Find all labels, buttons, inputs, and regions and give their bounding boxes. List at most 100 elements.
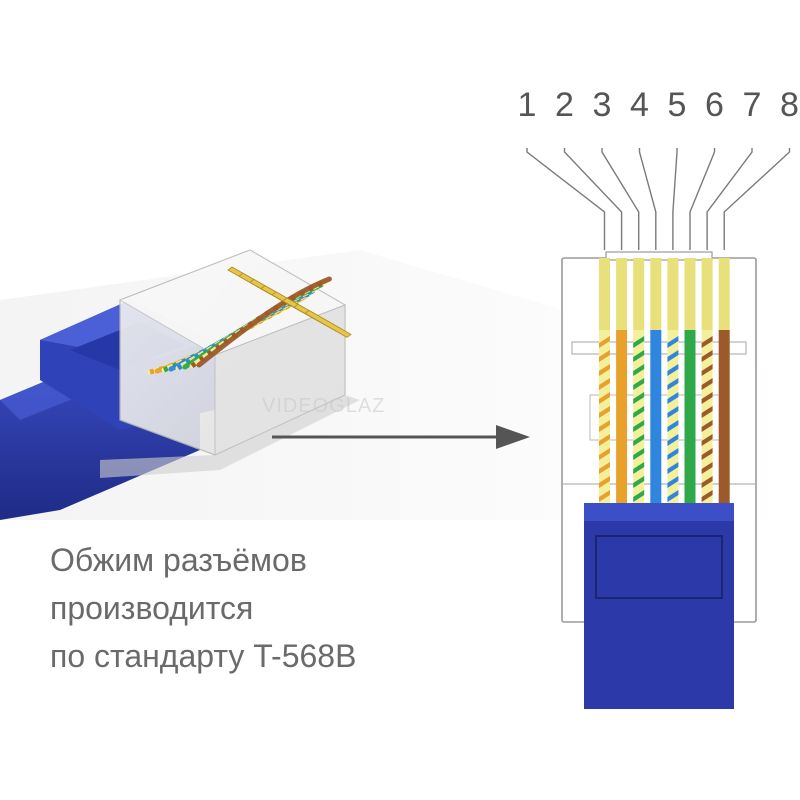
stripe bbox=[667, 378, 679, 390]
stripe bbox=[701, 392, 713, 404]
leader-line-2 bbox=[563, 148, 623, 250]
stripe bbox=[633, 364, 645, 376]
stripe bbox=[667, 350, 679, 362]
wire-body-pin-5 bbox=[667, 330, 679, 505]
cable-jacket bbox=[584, 503, 734, 709]
caption-line-1: Обжим разъёмов bbox=[50, 542, 307, 578]
stripe bbox=[633, 392, 645, 404]
contact-pin-3 bbox=[633, 258, 645, 330]
leader-line-5 bbox=[672, 148, 678, 250]
contact-pin-7 bbox=[701, 258, 713, 330]
wire-body-pin-1 bbox=[599, 330, 610, 505]
stripe bbox=[701, 434, 713, 446]
stripe bbox=[667, 462, 679, 474]
wire-pin-3 bbox=[633, 258, 645, 505]
stripe bbox=[667, 364, 679, 376]
stripe bbox=[701, 350, 713, 362]
contact-pin-2 bbox=[616, 258, 628, 330]
jacket-highlight bbox=[584, 503, 734, 521]
stripe bbox=[667, 336, 679, 348]
caption: Обжим разъёмов производится по стандарту… bbox=[50, 536, 470, 680]
pin-number-8: 8 bbox=[780, 86, 799, 124]
stripe bbox=[633, 420, 645, 432]
pin-number-6: 6 bbox=[705, 86, 724, 124]
gold-contact bbox=[304, 309, 352, 338]
stripe bbox=[701, 476, 713, 488]
wire-body-pin-7 bbox=[701, 330, 713, 505]
stripe bbox=[599, 434, 610, 446]
wire-body-pin-8 bbox=[718, 330, 730, 505]
pin-number-1: 1 bbox=[518, 86, 537, 124]
stripe bbox=[633, 350, 645, 362]
stripe bbox=[701, 406, 713, 418]
leader-line-4 bbox=[638, 148, 657, 250]
pin-number-7: 7 bbox=[743, 86, 762, 124]
pin-leader-lines bbox=[526, 148, 791, 250]
stripe bbox=[599, 448, 610, 460]
leader-line-6 bbox=[689, 148, 716, 250]
contact-pin-5 bbox=[667, 258, 679, 330]
pin-number-4: 4 bbox=[630, 86, 649, 124]
caption-line-2: производится bbox=[50, 590, 254, 626]
stripe bbox=[701, 490, 713, 502]
wire-body-pin-2 bbox=[616, 330, 628, 505]
stripe bbox=[667, 434, 679, 446]
wire-pin-1 bbox=[599, 258, 610, 505]
pin-number-3: 3 bbox=[593, 86, 612, 124]
stripe bbox=[633, 490, 645, 502]
stripe bbox=[633, 434, 645, 446]
pin-number-2: 2 bbox=[555, 86, 574, 124]
stripe bbox=[667, 392, 679, 404]
contact-pin-6 bbox=[684, 258, 696, 330]
leader-line-3 bbox=[601, 148, 640, 250]
stripe bbox=[633, 476, 645, 488]
stripe bbox=[599, 490, 610, 502]
stripe bbox=[633, 462, 645, 474]
wire-pin-5 bbox=[667, 258, 679, 505]
pin-number-5: 5 bbox=[668, 86, 687, 124]
plug-shadow bbox=[100, 395, 360, 478]
stripe bbox=[599, 392, 610, 404]
stripe bbox=[701, 364, 713, 376]
wire-pin-6 bbox=[684, 258, 696, 505]
wire-body-pin-3 bbox=[633, 330, 645, 505]
stripe bbox=[701, 448, 713, 460]
stripe bbox=[633, 336, 645, 348]
arrow bbox=[272, 425, 530, 449]
jacket-inner-frame bbox=[595, 535, 723, 599]
wire-body-pin-6 bbox=[684, 330, 696, 505]
stripe bbox=[599, 476, 610, 488]
stripe bbox=[667, 420, 679, 432]
leader-line-7 bbox=[706, 148, 753, 250]
stripe bbox=[599, 378, 610, 390]
contact-pin-8 bbox=[718, 258, 730, 330]
stripe bbox=[667, 406, 679, 418]
stripe bbox=[667, 490, 679, 502]
caption-line-3: по стандарту T-568B bbox=[50, 638, 357, 674]
stripe bbox=[599, 350, 610, 362]
leader-line-1 bbox=[526, 148, 606, 250]
connector-3d-illustration bbox=[0, 249, 360, 520]
arrow-head bbox=[496, 425, 530, 449]
stripe bbox=[701, 378, 713, 390]
stripe bbox=[633, 378, 645, 390]
wire-pin-7 bbox=[701, 258, 713, 505]
wire-pin-2 bbox=[616, 258, 628, 505]
stripe bbox=[667, 476, 679, 488]
stripe bbox=[701, 336, 713, 348]
stripe bbox=[633, 406, 645, 418]
leader-line-8 bbox=[723, 148, 791, 250]
stripe bbox=[599, 364, 610, 376]
gold-contacts bbox=[227, 266, 352, 338]
wire3d-pin-8 bbox=[196, 276, 332, 368]
contact-pin-1 bbox=[599, 258, 610, 330]
stripe bbox=[599, 462, 610, 474]
watermark-text: VIDEOGLAZ bbox=[262, 395, 385, 417]
stripe bbox=[599, 406, 610, 418]
stripe bbox=[599, 420, 610, 432]
stripe bbox=[701, 420, 713, 432]
stripe bbox=[701, 462, 713, 474]
schematic-wires bbox=[599, 258, 730, 505]
